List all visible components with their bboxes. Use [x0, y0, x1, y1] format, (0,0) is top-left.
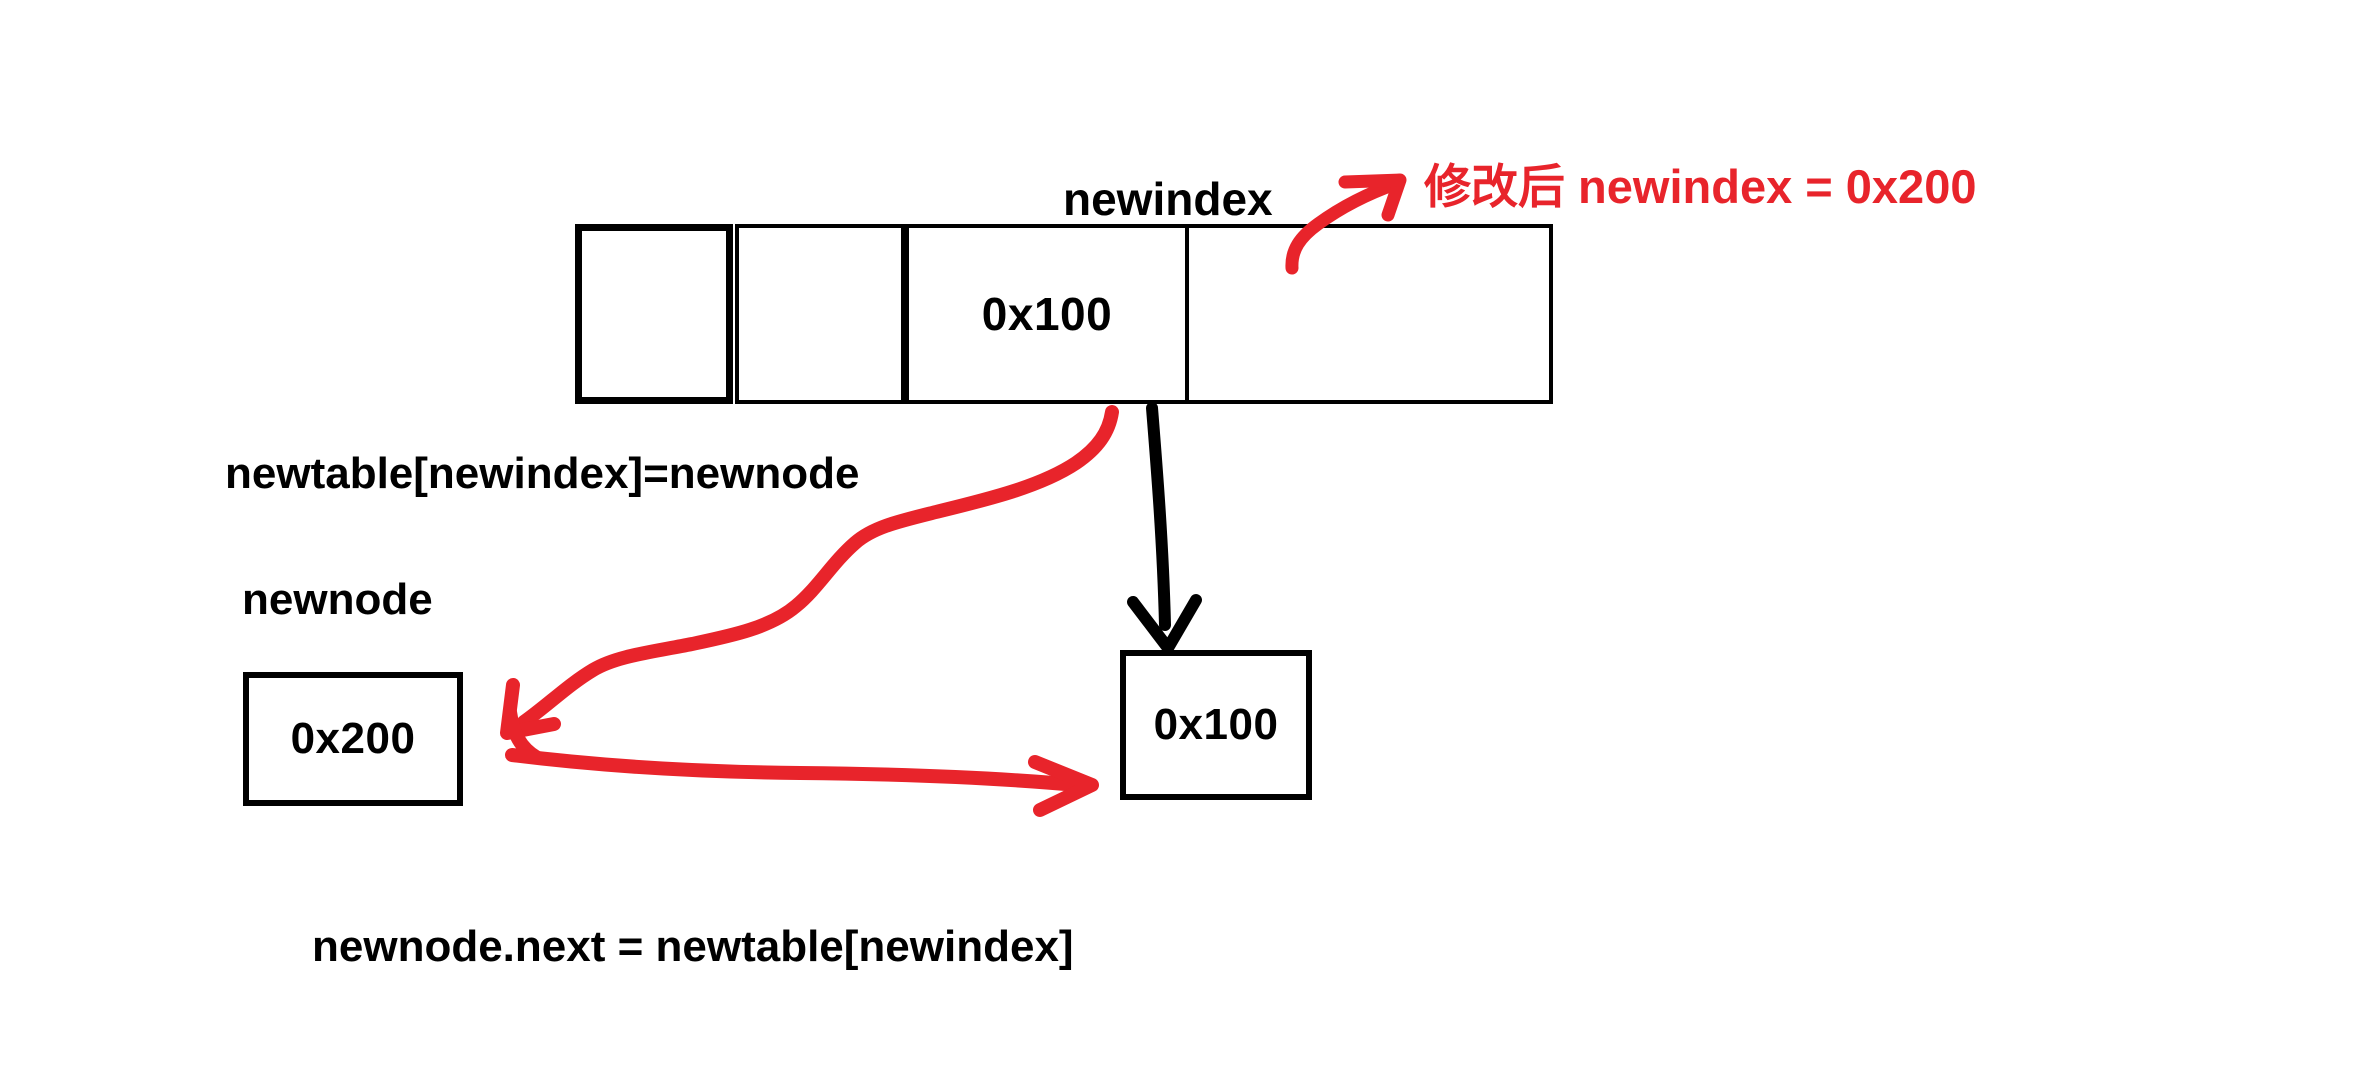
node-newnode-value: 0x200 [290, 714, 416, 763]
newindex-label: newindex [1063, 173, 1273, 225]
node-newnode-box: 0x200 [243, 672, 463, 806]
table-cell-0 [575, 224, 733, 404]
assign-table-slot-label: newtable[newindex]=newnode [225, 449, 860, 498]
table-cell-3 [1185, 224, 1553, 404]
table-cell-newindex-value: 0x100 [981, 288, 1113, 340]
red-straight-right-arrow-icon [505, 748, 1099, 817]
newnode-label: newnode [242, 575, 433, 624]
assign-next-label: newnode.next = newtable[newindex] [312, 922, 1074, 971]
table-cell-1 [735, 224, 905, 404]
red-note-label: 修改后 newindex = 0x200 [1424, 160, 1977, 213]
black-down-arrow-icon [1127, 402, 1202, 654]
hash-table-strip: 0x100 [575, 224, 1553, 404]
node-oldhead-value: 0x100 [1153, 700, 1279, 749]
table-cell-newindex: 0x100 [905, 224, 1189, 404]
node-oldhead-box: 0x100 [1120, 650, 1312, 800]
